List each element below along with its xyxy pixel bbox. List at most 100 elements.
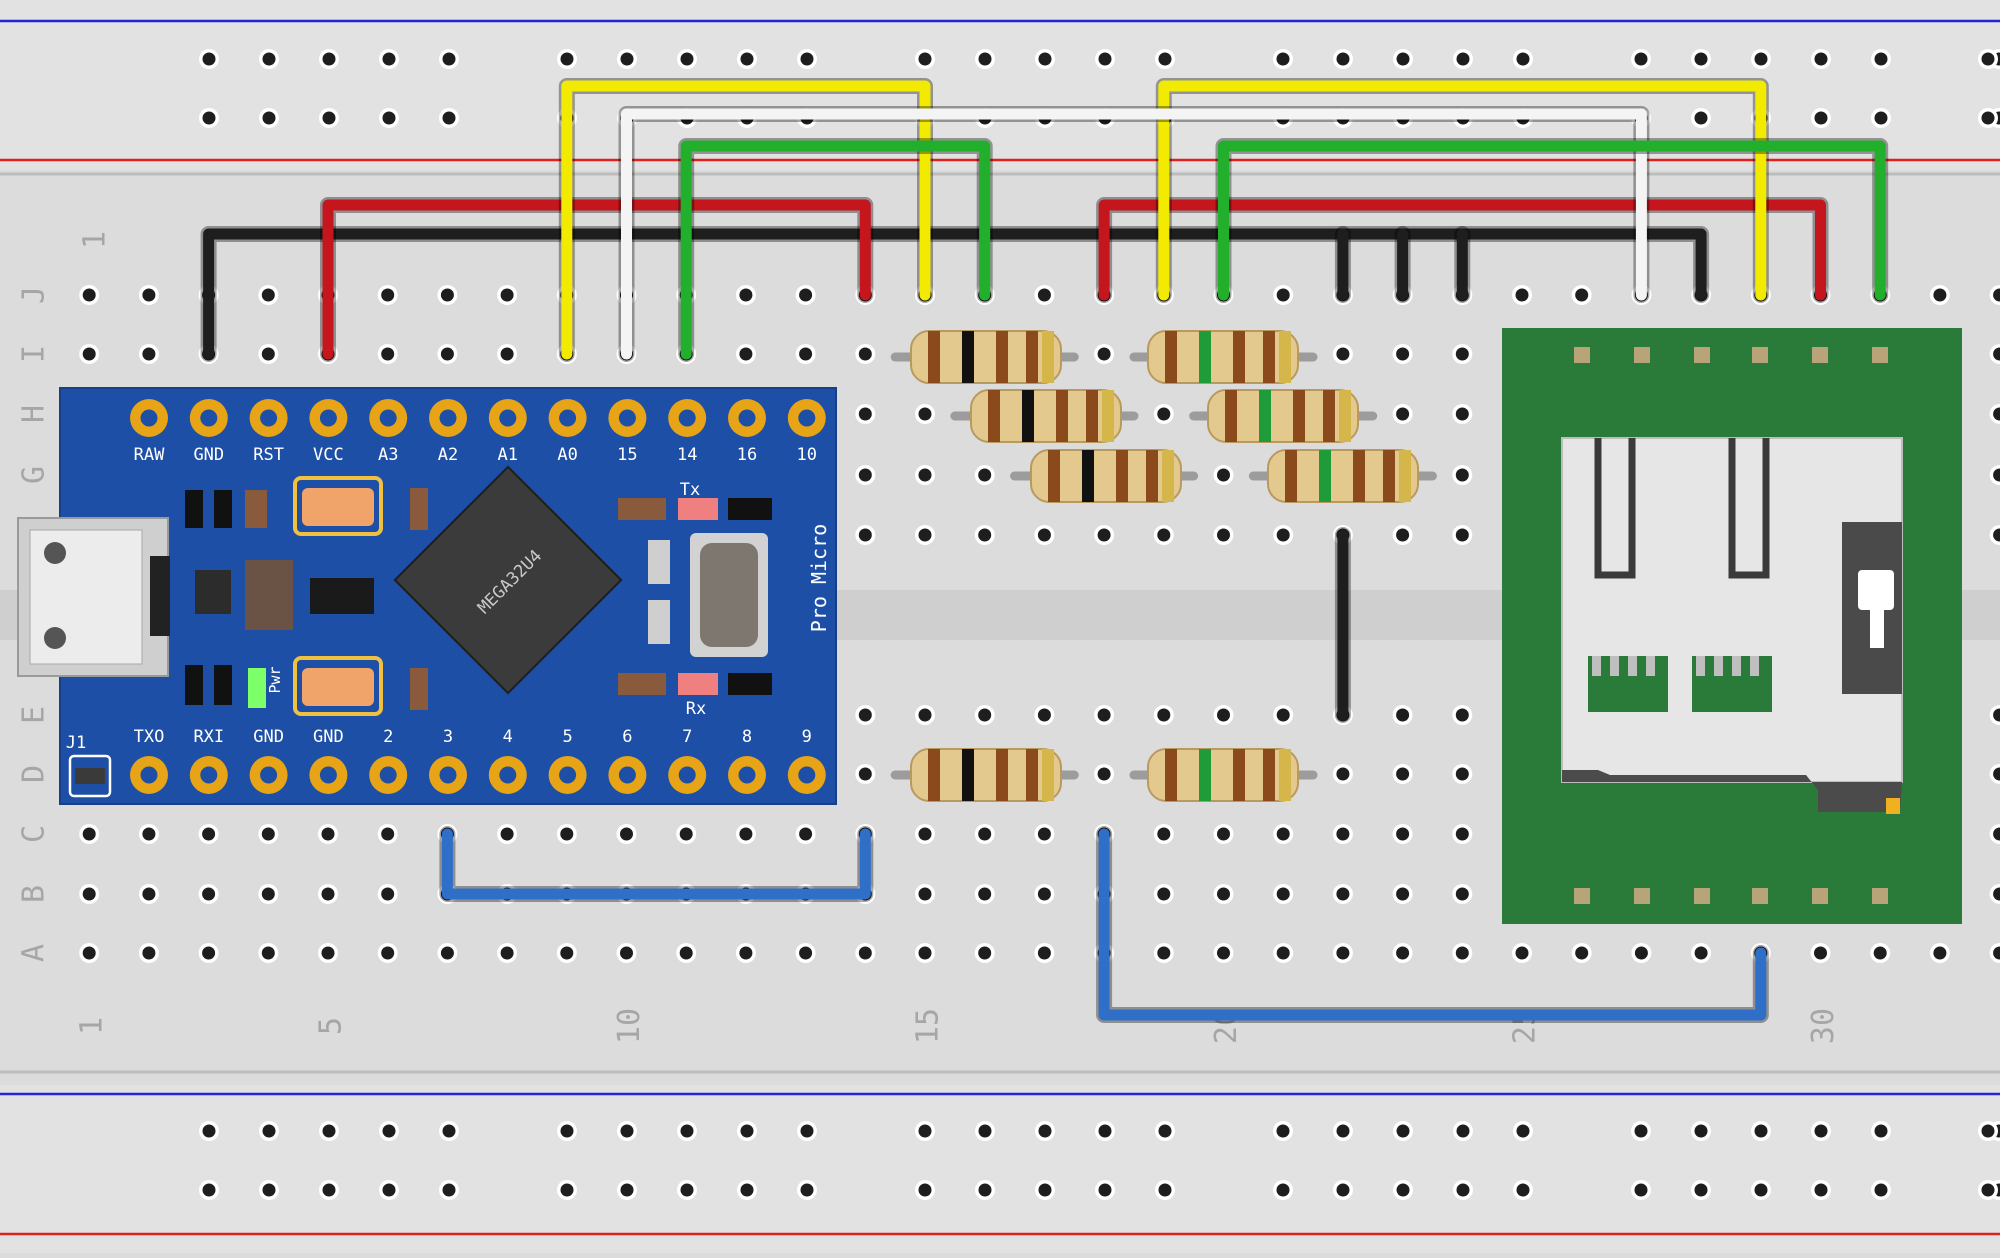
- hole: [915, 943, 935, 963]
- hole: [796, 344, 816, 364]
- hole: [1453, 49, 1473, 69]
- rx-label: Rx: [686, 699, 706, 719]
- rx-led: [678, 673, 718, 695]
- hole: [1333, 943, 1353, 963]
- hole: [1452, 824, 1472, 844]
- hole: [1154, 705, 1174, 725]
- ic-small: [310, 578, 374, 614]
- hole: [1034, 705, 1054, 725]
- hole: [1333, 824, 1353, 844]
- hole: [855, 525, 875, 545]
- bottom-pin-hole: [380, 767, 397, 784]
- resistor: [1134, 749, 1313, 801]
- hole: [1034, 943, 1054, 963]
- sd-card-module: [1502, 328, 1962, 924]
- hole: [1513, 1121, 1533, 1141]
- hole: [1333, 344, 1353, 364]
- hole: [797, 49, 817, 69]
- hole: [975, 465, 995, 485]
- hole: [1155, 1121, 1175, 1141]
- hole: [1094, 525, 1114, 545]
- hole: [1154, 404, 1174, 424]
- hole: [199, 1180, 219, 1200]
- hole: [617, 943, 637, 963]
- bottom-pin-label: 6: [622, 727, 632, 747]
- hole: [975, 1121, 995, 1141]
- hole: [1035, 1180, 1055, 1200]
- hole: [318, 824, 338, 844]
- smd-part: [185, 490, 203, 528]
- top-pin-label: 16: [737, 445, 757, 465]
- hole: [379, 1121, 399, 1141]
- sd-pad: [1634, 347, 1650, 363]
- top-pin-label: VCC: [313, 445, 344, 465]
- sd-card-detect-pad: [1886, 798, 1900, 814]
- bottom-pin-label: GND: [253, 727, 284, 747]
- hole: [915, 49, 935, 69]
- top-pin-label: A2: [438, 445, 458, 465]
- hole: [1214, 884, 1234, 904]
- hole: [975, 884, 995, 904]
- hole: [1452, 943, 1472, 963]
- hole: [1978, 1180, 1998, 1200]
- column-number: 30: [1806, 1008, 1841, 1044]
- hole: [1572, 285, 1592, 305]
- hole: [378, 285, 398, 305]
- hole: [318, 884, 338, 904]
- hole: [497, 824, 517, 844]
- hole: [1095, 49, 1115, 69]
- resistor: [1253, 450, 1432, 502]
- hole: [1273, 884, 1293, 904]
- top-pin-hole: [440, 410, 457, 427]
- hole: [1094, 344, 1114, 364]
- hole: [975, 705, 995, 725]
- bottom-pin-label: GND: [313, 727, 344, 747]
- hole: [1871, 1121, 1891, 1141]
- hole: [1273, 824, 1293, 844]
- hole: [1155, 49, 1175, 69]
- hole: [737, 49, 757, 69]
- top-pin-hole: [499, 410, 516, 427]
- hole: [199, 943, 219, 963]
- hole: [139, 285, 159, 305]
- hole: [975, 943, 995, 963]
- bottom-pin-label: 4: [503, 727, 513, 747]
- bottom-pin-hole: [141, 767, 158, 784]
- bottom-pin-hole: [559, 767, 576, 784]
- top-pin-label: 10: [797, 445, 817, 465]
- hole: [319, 1121, 339, 1141]
- top-pin-hole: [380, 410, 397, 427]
- smd-part: [648, 540, 670, 584]
- hole: [79, 884, 99, 904]
- hole: [1870, 943, 1890, 963]
- hole: [736, 943, 756, 963]
- hole: [1034, 285, 1054, 305]
- hole: [1631, 49, 1651, 69]
- hole: [199, 884, 219, 904]
- hole: [1452, 764, 1472, 784]
- hole: [1631, 1180, 1651, 1200]
- hole: [1035, 1121, 1055, 1141]
- hole: [915, 705, 935, 725]
- bottom-pin-label: TXO: [134, 727, 165, 747]
- bottom-pin-hole: [200, 767, 217, 784]
- hole: [617, 1121, 637, 1141]
- sd-pad: [1812, 347, 1828, 363]
- row-letter: E: [17, 706, 52, 724]
- hole: [319, 1180, 339, 1200]
- top-pin-hole: [739, 410, 756, 427]
- top-pin-hole: [260, 410, 277, 427]
- bottom-pin-label: 2: [383, 727, 393, 747]
- sd-pad: [1574, 347, 1590, 363]
- hole: [1034, 884, 1054, 904]
- usb-tab-top: [44, 542, 66, 564]
- hole: [915, 404, 935, 424]
- row-letter: I: [17, 345, 52, 363]
- hole: [1513, 1180, 1533, 1200]
- smd-part: [618, 673, 666, 695]
- smd-part: [410, 488, 428, 530]
- hole: [1154, 943, 1174, 963]
- column-number: 1: [75, 1017, 110, 1035]
- bottom-pin-label: 3: [443, 727, 453, 747]
- hole: [1095, 1180, 1115, 1200]
